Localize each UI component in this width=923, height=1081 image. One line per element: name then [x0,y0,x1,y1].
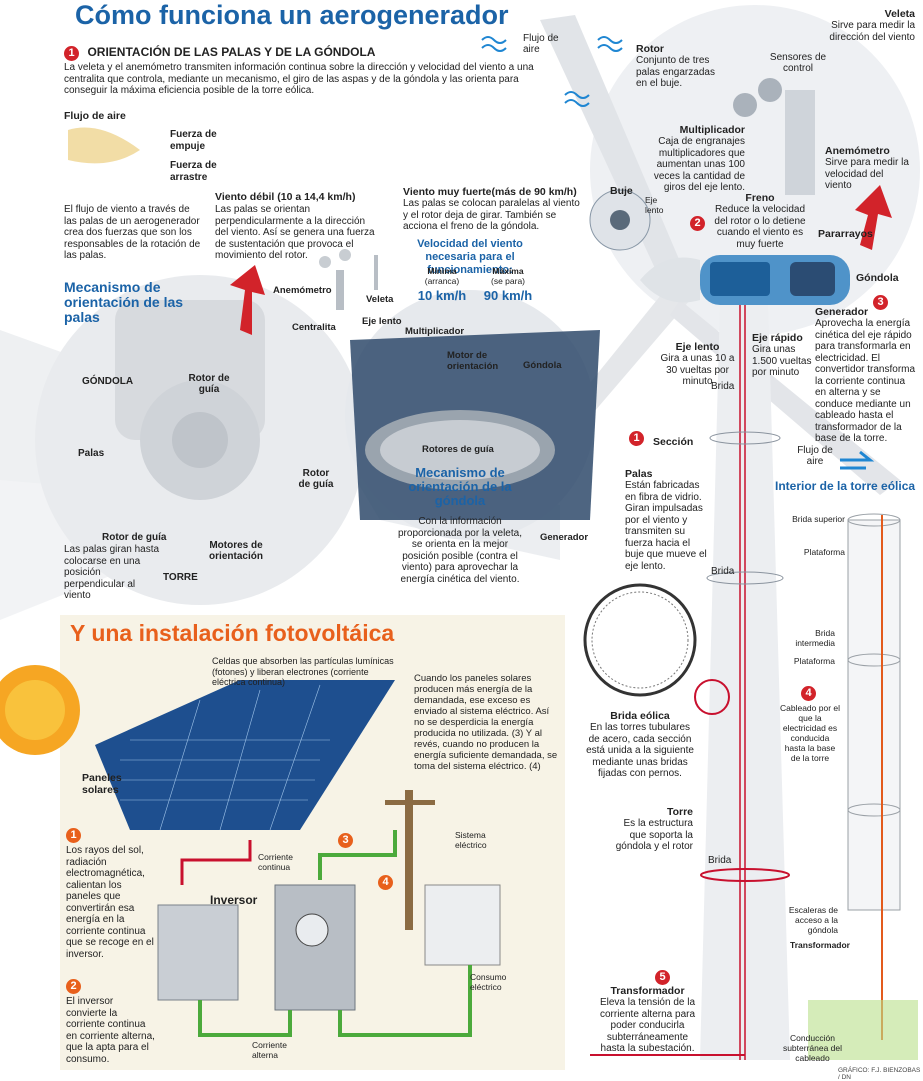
generator-annotation: Generador Aprovecha la energía cinética … [815,306,916,444]
tower-annotation: Torre Es la estructura que soporta la gó… [615,806,693,852]
hub-slow-shaft-label: Eje lento [645,195,664,215]
drag-force-label: Fuerza de arrastre [170,160,217,183]
solar-title: Y una instalación fotovoltáica [70,620,395,646]
gm-gondola: Góndola [523,360,562,371]
guide-rotor-right: Rotor de guía [298,468,334,490]
solar-num-2: 2 [66,976,81,994]
solar-num-1: 1 [66,825,81,843]
hub-label: Buje [610,185,633,197]
section-label: Sección [653,436,694,448]
brida-ring [583,583,697,697]
small-vane-label: Veleta [366,294,394,305]
upper-flange-label: Brida superior [792,514,845,524]
multiplier-annotation: Multiplicador Caja de engranajes multipl… [653,124,745,193]
tower-label: TORRE [163,572,198,583]
speed-max: Máxima (se para) 90 km/h [483,266,533,303]
push-force-label: Fuerza de empuje [170,129,217,152]
num-5: 5 [655,967,670,985]
slow-shaft-annotation: Eje lento Gira a unas 10 a 30 vueltas po… [660,341,735,387]
gm-text: Con la información proporcionada por la … [398,516,522,585]
panels-label: Paneles solares [82,772,122,796]
weak-wind-text: Las palas se orientan perpendicularmente… [215,204,375,261]
cells-text: Celdas que absorben las partículas lumín… [212,656,394,687]
num-3: 3 [873,292,888,310]
num-1-turbine: 1 [629,428,644,446]
gm-generator: Generador [540,532,589,543]
section1-number: 1 [64,46,79,61]
orientation-motors: Motores de orientación [209,540,263,562]
brida-label-3: Brida [708,855,732,866]
num-4-tower: 4 [801,683,816,701]
credit: GRÁFICO: F.J. BIENZOBAS / DN [838,1067,921,1081]
inverter-label: Inversor [210,893,258,907]
solar-text-1: Los rayos del sol, radiación electromagn… [66,845,154,960]
weak-wind-title: Viento débil (10 a 14,4 km/h) [215,191,356,203]
gm-orientation-motor: Motor de orientación [447,350,499,372]
blades-annotation: Palas Están fabricadas en fibra de vidri… [625,468,707,572]
brake-annotation: Freno Reduce la velocidad del rotor o lo… [714,192,806,250]
anemometer-annotation: Anemómetro Sirve para medir la velocidad… [825,145,909,191]
solar-num-3: 3 [338,830,353,848]
turbine-airflow-label: Flujo de aire [523,33,559,55]
brida-eolica-annotation: Brida eólica En las torres tubulares de … [586,710,694,779]
platform-2-label: Plataforma [793,656,835,666]
fast-shaft-annotation: Eje rápido Gira unas 1.500 vueltas por m… [752,332,812,378]
inverter-box [157,904,239,1001]
gondola-turbine-label: Góndola [856,272,899,284]
gm-guide-rotors: Rotores de guía [422,444,494,455]
control-sensors-label: Sensores de control [769,52,827,74]
underground-label: Conducción subterránea del cableado [782,1033,843,1063]
interior-transformer-label: Transformador [790,940,850,950]
tower-interior-title: Interior de la torre eólica [775,479,916,493]
cabling-label: Cableado por el que la electricidad es c… [780,703,841,763]
gm-title: Mecanismo de orientación de la góndola [408,465,512,508]
interior-airflow-label: Flujo de aire [797,445,833,467]
section1-heading: ORIENTACIÓN DE LAS PALAS Y DE LA GÓNDOLA [87,45,376,59]
stairs-label: Escaleras de acceso a la góndola [788,905,838,935]
platform-1-label: Plataforma [803,547,845,557]
lightning-rod-label: Pararrayos [818,228,873,240]
grid-label: Sistema eléctrico [455,830,487,850]
turbine-blade-top [540,15,690,290]
vane-annotation: Veleta Sirve para medir la dirección del… [829,8,915,43]
num-2: 2 [690,213,705,231]
blade-mech-text: Las palas giran hasta colocarse en una p… [64,544,160,601]
guide-rotor-bottom: Rotor de guía [102,532,167,543]
page-title: Cómo funciona un aerogenerador [75,0,509,30]
strong-wind-title: Viento muy fuerte(más de 90 km/h) [403,186,577,198]
ac-current-label: Corriente alterna [252,1040,287,1060]
consumption-label: Consumo eléctrico [470,972,507,992]
transformer-annotation: Transformador Eleva la tensión de la cor… [599,985,696,1054]
airflow-text: El flujo de viento a través de las palas… [64,204,201,261]
central-unit-label: Centralita [292,322,336,333]
dc-current-label: Corriente continua [258,852,293,872]
gm-multiplier: Multiplicador [405,326,465,337]
palas-label: Palas [78,448,105,459]
brida-label-1: Brida [711,381,735,392]
gm-slow-shaft: Eje lento [362,316,402,327]
airflow-title: Flujo de aire [64,110,126,122]
sockets [424,884,501,966]
meter-box [274,884,356,1011]
electric-pole [405,790,413,930]
excess-text: Cuando los paneles solares producen más … [414,673,558,772]
sensor-mast [785,90,815,195]
blade-mech-title: Mecanismo de orientación de las palas [64,279,184,325]
section1-header: 1 ORIENTACIÓN DE LAS PALAS Y DE LA GÓNDO… [64,43,375,61]
speed-min: Mínima (arranca) 10 km/h [417,266,467,303]
solar-panels [95,680,395,830]
rotor-annotation: Rotor Conjunto de tres palas engarzadas … [636,43,715,89]
guide-rotor-top: Rotor de guía [188,373,230,395]
solar-text-2: El inversor convierte la corriente conti… [66,996,155,1065]
brida-label-2: Brida [711,566,735,577]
small-anemometer-label: Anemómetro [273,285,332,296]
strong-wind-text: Las palas se colocan paralelas al viento… [403,198,580,232]
solar-num-4: 4 [378,872,393,890]
gondola-label: GÓNDOLA [82,376,134,387]
speed-title: Velocidad del viento necesaria para el f… [417,238,523,276]
middle-flange-label: Brida intermedia [795,628,835,648]
section1-intro: La veleta y el anemómetro transmiten inf… [64,62,534,96]
